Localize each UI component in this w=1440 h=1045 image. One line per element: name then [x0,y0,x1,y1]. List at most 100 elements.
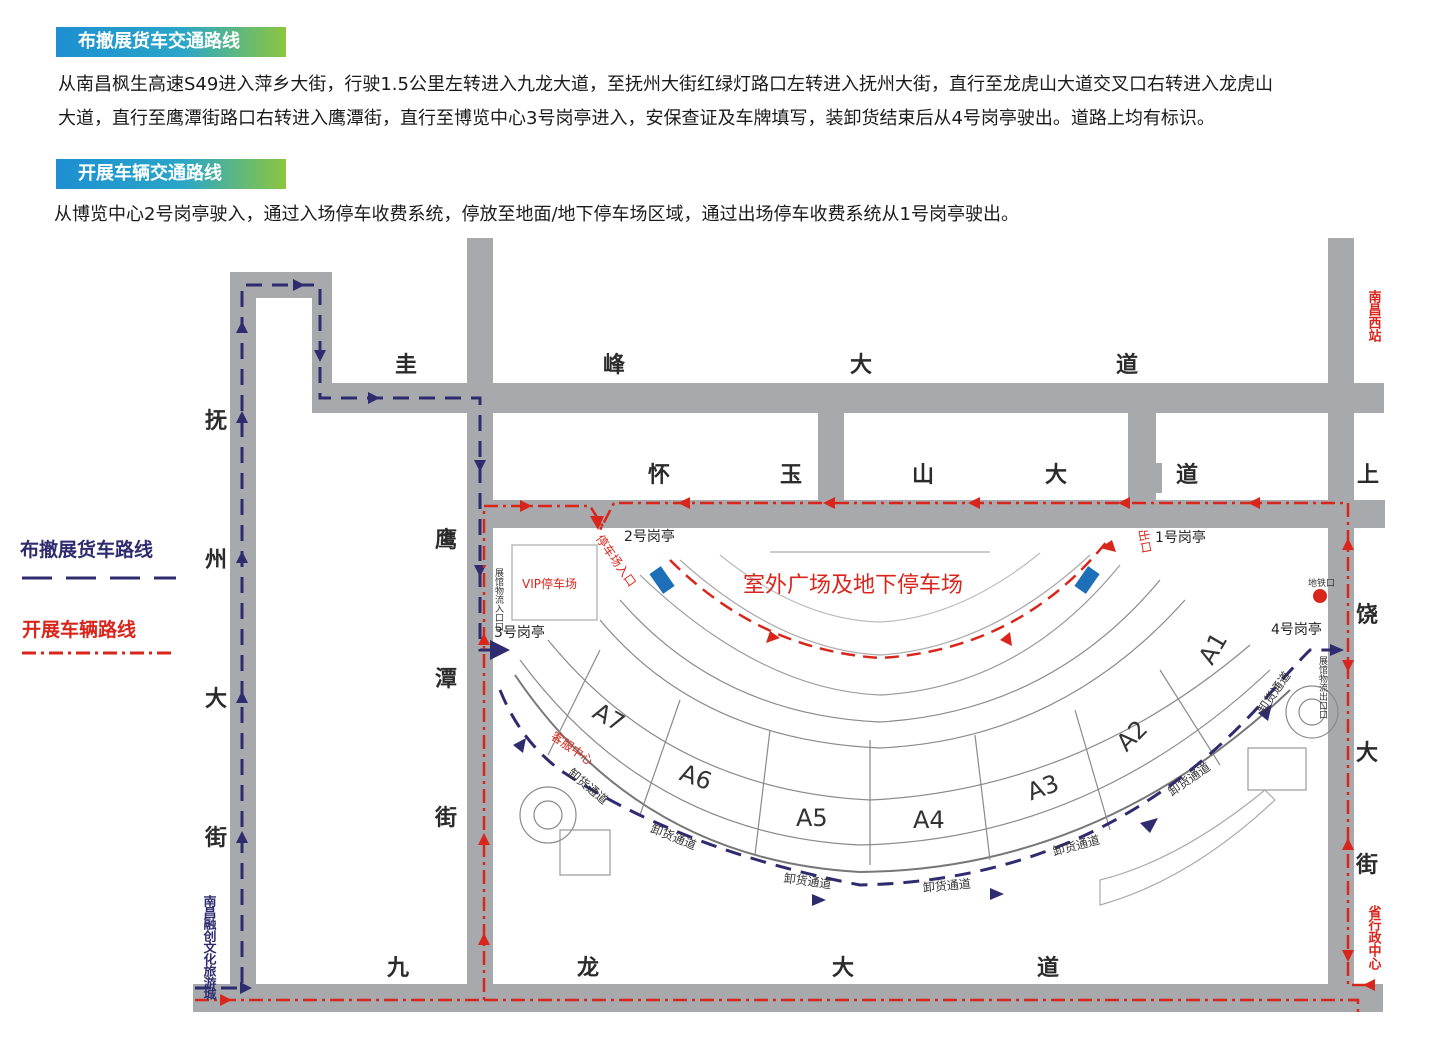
truck-arrow [236,321,248,333]
east-roundabout-inner [1298,698,1326,726]
hall-a5: A5 [796,804,828,832]
fuzhou-street-connector [312,272,332,412]
road-network [193,238,1385,1012]
road-label-rao: 大 [1356,741,1378,766]
west-roundabout-inner [533,800,563,830]
vehicle-route-entry [195,504,607,1002]
hall-a3: A3 [1023,769,1062,806]
truck-route-line-1: 从南昌枫生高速S49进入萍乡大街，行驶1.5公里左转进入九龙大道，至抚州大街红绿… [58,74,1273,95]
truck-route-arrows [236,279,1344,994]
hall-inner-arc-4 [619,579,1161,723]
parking-exit-label: 出口 [1136,528,1154,554]
vehicle-arrow [478,633,490,645]
road-label-huaiyu: 道 [1176,462,1198,488]
unloading-lane-label: 卸货通道 [783,870,833,892]
vehicle-route-description: 从博览中心2号岗亭驶入，通过入场停车收费系统，停放至地面/地下停车场区域，通过出… [54,198,1424,232]
road-label-fuzhou: 抚 [205,409,227,434]
booth-4-label: 4号岗亭 [1271,621,1322,638]
vehicle-route-heading-text: 开展车辆交通路线 [78,163,222,184]
booth-2-label: 2号岗亭 [624,528,675,545]
booth-1-label: 1号岗亭 [1155,529,1206,546]
vehicle-arrow [1100,540,1116,552]
metro-label: 地铁口 [1308,577,1335,589]
gov-center-label: 省行政中心 [1366,904,1383,971]
metro-icon [1313,589,1327,603]
culture-tourism-city-label: 南昌融创文化旅游城 [201,894,218,1001]
truck-route-heading: 布撤展货车交通路线 [56,27,286,57]
legend-vehicle-label: 开展车辆路线 [22,618,136,641]
road-label-yingtan: 鹰 [435,527,457,553]
road-label-fuzhou: 街 [204,825,227,851]
service-center-label: 客服中心 [548,728,596,768]
nanchang-west-station-label: 南昌西站 [1366,289,1382,343]
road-label-guifeng: 道 [1116,352,1138,378]
road-label-jiulong: 道 [1037,955,1059,981]
truck-route-unloading [498,648,1340,887]
truck-arrow [812,894,826,906]
hall-outer-arc [514,674,1291,874]
east-logistics-gate-label: 展馆物流出口口 [1317,656,1328,719]
vehicle-route-outer [598,501,1366,987]
legend-truck-label: 布撤展货车路线 [20,538,153,561]
truck-arrow [490,640,510,660]
road-label-guifeng: 大 [850,353,872,378]
vehicle-route-heading: 开展车辆交通路线 [56,159,286,189]
hall-inner-arc-3 [599,599,1186,749]
unloading-lane-label: 卸货通道 [648,821,698,853]
truck-arrow [236,411,248,423]
vehicle-arrow [220,994,232,1006]
truck-arrow [474,460,486,472]
road-labels: 圭 峰 大 道 怀 玉 山 大 道 上 抚 州 大 街 鹰 潭 街 九 龙 大 … [204,352,1379,981]
vehicle-arrow [1342,538,1354,550]
plaza-label: 室外广场及地下停车场 [743,573,963,598]
truck-route-heading-text: 布撤展货车交通路线 [78,31,240,52]
vehicle-route [195,501,1366,1012]
vehicle-arrow [823,497,835,509]
truck-arrow [236,831,248,843]
hall-divider [547,649,601,756]
road-label-yingtan: 潭 [435,667,457,692]
exhibition-center [511,544,1339,906]
unloading-lane-label: 卸货通道 [1051,832,1101,859]
truck-route-description: 从南昌枫生高速S49进入萍乡大街，行驶1.5公里左转进入九龙大道，至抚州大街红绿… [58,68,1428,136]
truck-route-line-2: 大道，直行至鹰潭街路口右转进入鹰潭街，直行至博览中心3号岗亭进入，安保查证及车牌… [58,108,1215,129]
vehicle-arrow [1342,660,1354,672]
truck-arrow [293,279,305,291]
truck-route [195,283,1340,990]
road-label-guifeng: 圭 [395,352,417,378]
booth-1-marker [1074,566,1100,594]
vehicle-route-line: 从博览中心2号岗亭驶入，通过入场停车收费系统，停放至地面/地下停车场区域，通过出… [54,204,1019,225]
west-logistics-gate-label: 展馆物流入口口 [493,568,504,631]
vehicle-arrow [478,933,490,945]
vehicle-arrow [1118,497,1130,509]
road-label-rao: 街 [1355,852,1378,878]
road-label-huaiyu: 怀 [648,463,670,488]
hall-a7: A7 [588,697,629,737]
truck-arrow [368,392,380,404]
vehicle-arrow [1342,950,1354,962]
truck-arrow [314,350,326,362]
vehicle-arrow [968,497,980,509]
se-lot [1099,789,1276,906]
vehicle-arrow [478,833,490,845]
booth-2-marker [649,566,675,594]
rao-street [1328,238,1354,1012]
road-label-rao: 饶 [1356,602,1378,628]
vehicle-route-plaza [669,539,1109,660]
road-label-jiulong: 九 [386,956,409,981]
jiulong-avenue [193,984,1383,1012]
vehicle-arrow [590,516,604,530]
connector-2 [1128,410,1156,502]
hall-divider [639,699,681,816]
hall-inner-arc-1 [519,659,1271,846]
hall-divider [974,734,991,861]
hall-divider [1074,709,1111,831]
road-label-fuzhou: 州 [205,548,227,573]
connector-1 [818,410,844,502]
road-label-huaiyu: 大 [1045,463,1067,488]
unloading-lane-label: 卸货通道 [922,876,971,895]
plaza-arc-1 [639,564,1121,696]
truck-arrow [513,738,526,753]
truck-arrow [240,982,252,994]
